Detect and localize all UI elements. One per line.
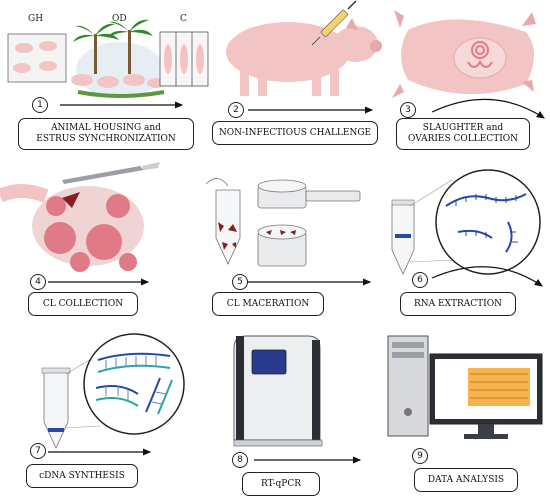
pig-icon — [13, 41, 57, 73]
rna-illustration — [391, 169, 541, 275]
step-label-1-line2: ESTRUS SYNCHRONIZATION — [36, 134, 176, 144]
housing-illustration — [7, 19, 209, 98]
step-label-5-line1: CL MACERATION — [226, 298, 310, 309]
step-label-9-line1: DATA ANALYSIS — [427, 474, 505, 485]
maceration-illustration — [205, 178, 361, 267]
step-number-7: 7 — [30, 443, 46, 459]
step-label-9: DATA ANALYSIS — [414, 468, 518, 492]
slaughter-illustration — [392, 10, 536, 98]
step-label-5: CL MACERATION — [212, 292, 324, 316]
scalpel-icon — [62, 162, 160, 184]
step-number-4: 4 — [30, 274, 46, 290]
cdna-illustration — [41, 333, 185, 449]
pig-syringe-illustration — [226, 0, 382, 96]
step-label-2: NON-INFECTIOUS CHALLENGE — [212, 121, 378, 145]
step-label-4-line1: CL COLLECTION — [42, 298, 124, 309]
step-label-6: RNA EXTRACTION — [400, 292, 516, 316]
computer-illustration — [387, 335, 543, 439]
step-number-2: 2 — [228, 102, 244, 118]
grinder-icon — [257, 179, 361, 267]
tube-icon — [41, 367, 71, 449]
step-label-3-line1: SLAUGHTER and — [422, 123, 504, 133]
step-label-8-line1: RT-qPCR — [261, 478, 301, 489]
step-label-7-line1: cDNA SYNTHESIS — [39, 470, 125, 481]
step-label-1: ANIMAL HOUSING and ESTRUS SYNCHRONIZATIO… — [18, 118, 194, 150]
intestine-icon — [467, 41, 493, 68]
step-label-2-line1: NON-INFECTIOUS CHALLENGE — [218, 127, 372, 138]
step-label-4: CL COLLECTION — [28, 292, 138, 316]
step-number-6: 6 — [412, 272, 428, 288]
step-label-1-line1: ANIMAL HOUSING and — [51, 123, 161, 133]
tube-icon — [205, 178, 241, 265]
housing-label-od: OD — [112, 14, 127, 24]
ovary-illustration — [0, 162, 160, 272]
housing-label-gh: GH — [28, 14, 44, 24]
qpcr-machine-illustration — [233, 335, 323, 447]
step-number-1: 1 — [32, 97, 48, 113]
step-number-3: 3 — [400, 102, 416, 118]
flow-arrows — [48, 98, 546, 464]
step-label-7: cDNA SYNTHESIS — [26, 464, 138, 488]
step-label-8: RT-qPCR — [242, 472, 320, 496]
step-label-6-line1: RNA EXTRACTION — [414, 298, 502, 309]
step-label-3: SLAUGHTER and OVARIES COLLECTION — [396, 118, 530, 150]
tube-icon — [391, 199, 415, 275]
syringe-icon — [311, 0, 357, 46]
step-label-3-line2: OVARIES COLLECTION — [407, 134, 519, 144]
palm-tree-icon — [73, 19, 153, 42]
housing-label-c: C — [180, 14, 187, 24]
step-number-5: 5 — [232, 274, 248, 290]
step-number-9: 9 — [412, 448, 428, 464]
step-number-8: 8 — [232, 452, 248, 468]
